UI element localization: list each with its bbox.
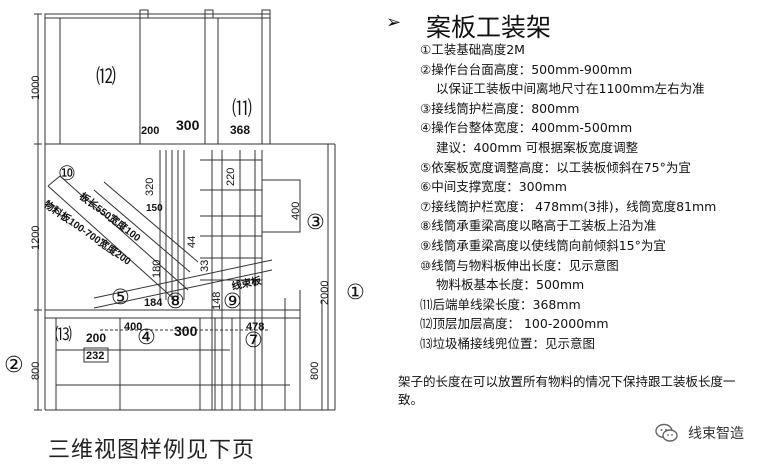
spec-panel: ➢ 案板工装架 ①工装基础高度2M ②操作台台面高度：500mm-900mm 以保证… — [386, 0, 756, 468]
marker-3: ③ — [306, 210, 325, 234]
spec-item: ⑥中间支撑宽度：300mm — [420, 179, 567, 195]
engineering-drawing: 300 368 200 300 200 232 400 184 478 1000… — [0, 0, 365, 468]
spec-item: ⒀垃圾桶接线兜位置：见示意图 — [420, 335, 596, 351]
marker-8: ⑧ — [166, 289, 185, 313]
dim-368: 368 — [230, 123, 251, 137]
drawing-caption: 三维视图样例见下页 — [48, 438, 256, 463]
dim-320: 320 — [144, 177, 156, 196]
dim-220: 220 — [225, 167, 237, 186]
marker-13: ⒀ — [55, 325, 72, 345]
panel-title: 案板工装架 — [426, 13, 552, 42]
dim-1000: 1000 — [30, 75, 42, 100]
panel-note: 架子的长度在可以放置所有物料的情况下保持跟工装板长度一致。 — [398, 374, 736, 407]
dim-400-box: 400 — [290, 201, 302, 220]
marker-1: ① — [346, 280, 365, 304]
dim-1200: 1200 — [30, 225, 42, 250]
spec-item: ⑦接线筒护栏宽度： 478mm(3排)，线筒宽度81mm — [420, 198, 717, 214]
spec-item: ①工装基础高度2M — [420, 42, 525, 57]
dim-800-right: 800 — [309, 361, 321, 380]
bullet-arrow-icon: ➢ — [386, 12, 402, 33]
spec-item: ②操作台台面高度：500mm-900mm — [420, 61, 633, 77]
spec-item: ⑩线筒与物料板伸出长度：见示意图 — [420, 257, 619, 273]
marker-7: ⑦ — [244, 328, 263, 352]
wechat-icon — [655, 423, 678, 442]
dim-200-left: 200 — [86, 331, 107, 345]
spec-item: ④操作台整体宽度：400mm-500mm — [420, 120, 633, 136]
dim-150: 150 — [146, 203, 163, 214]
spec-item: ⑾后端单线梁长度：368mm — [420, 296, 581, 312]
dim-44: 44 — [186, 235, 198, 248]
drawing-lines — [34, 9, 336, 411]
spec-item: ⑤依案板宽度调整高度：以工装板倾斜在75°为宜 — [420, 159, 691, 175]
marker-11: ⑾ — [232, 96, 252, 120]
spec-item: ⑧线筒承重梁高度以略高于工装板上沿为准 — [420, 218, 657, 234]
marker-5: ⑤ — [111, 285, 130, 309]
dim-478: 478 — [246, 321, 265, 333]
marker-12: ⑿ — [96, 64, 116, 88]
dim-148: 148 — [211, 291, 223, 310]
spec-item: 建议：400mm 可根据案板宽度调整 — [436, 139, 639, 155]
marker-2: ② — [4, 353, 24, 378]
dim-33: 33 — [199, 259, 211, 272]
dim-200-top: 200 — [141, 125, 160, 137]
marker-10: ⑩ — [58, 161, 76, 185]
brand-name: 线束智造 — [688, 426, 744, 442]
dim-2000: 2000 — [319, 280, 331, 305]
dim-180: 180 — [151, 259, 163, 278]
dim-232: 232 — [86, 350, 105, 362]
dim-800-left: 800 — [30, 361, 42, 380]
marker-9: ⑨ — [223, 289, 242, 313]
brand: 线束智造 — [654, 420, 744, 446]
marker-4: ④ — [137, 325, 156, 349]
spec-item: 以保证工装板中间离地尺寸在1100mm左右为准 — [436, 81, 705, 97]
spec-item: ③接线筒护栏高度：800mm — [420, 100, 580, 116]
spec-item: ⑿顶层加层高度： 100-2000mm — [420, 316, 609, 332]
dim-300-mid: 300 — [174, 323, 198, 339]
dim-400-bottom: 400 — [124, 321, 143, 333]
dim-300-top: 300 — [176, 117, 200, 133]
spec-item: 物料板基本长度：500mm — [436, 277, 585, 293]
dim-184: 184 — [144, 297, 163, 309]
spec-list: ①工装基础高度2M ②操作台台面高度：500mm-900mm 以保证工装板中间离地尺… — [420, 40, 716, 354]
spec-item: ⑨线筒承重梁高度以使线筒向前倾斜15°为宜 — [420, 237, 666, 253]
